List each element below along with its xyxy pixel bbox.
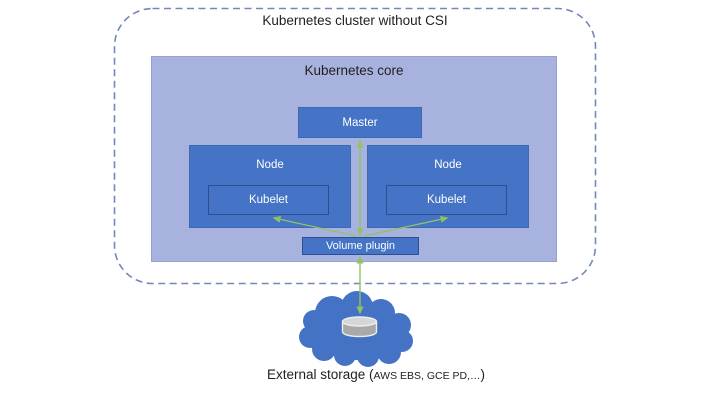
cluster-boundary-title: Kubernetes cluster without CSI: [262, 13, 448, 28]
kubelet-box-left: Kubelet: [208, 185, 329, 215]
external-storage-caption-close: ): [480, 367, 486, 382]
external-storage-label: External storage (: [266, 367, 374, 382]
database-cylinder-icon: [341, 316, 378, 338]
kubelet-label-right: Kubelet: [426, 194, 466, 206]
external-storage-caption: External storage (AWS EBS, GCE PD,…): [136, 366, 616, 384]
node-label-left: Node: [256, 159, 284, 171]
master-box: Master: [298, 107, 422, 138]
external-storage-providers: AWS EBS, GCE PD,…: [373, 370, 481, 382]
kubelet-label-left: Kubelet: [248, 194, 288, 206]
node-label-right: Node: [434, 159, 462, 171]
volume-plugin-box: Volume plugin: [302, 237, 419, 255]
kubelet-box-right: Kubelet: [386, 185, 507, 215]
kubernetes-core-title: Kubernetes core: [304, 63, 404, 78]
master-label: Master: [342, 116, 378, 129]
volume-plugin-label: Volume plugin: [325, 240, 396, 252]
cloud-icon: [299, 291, 413, 367]
